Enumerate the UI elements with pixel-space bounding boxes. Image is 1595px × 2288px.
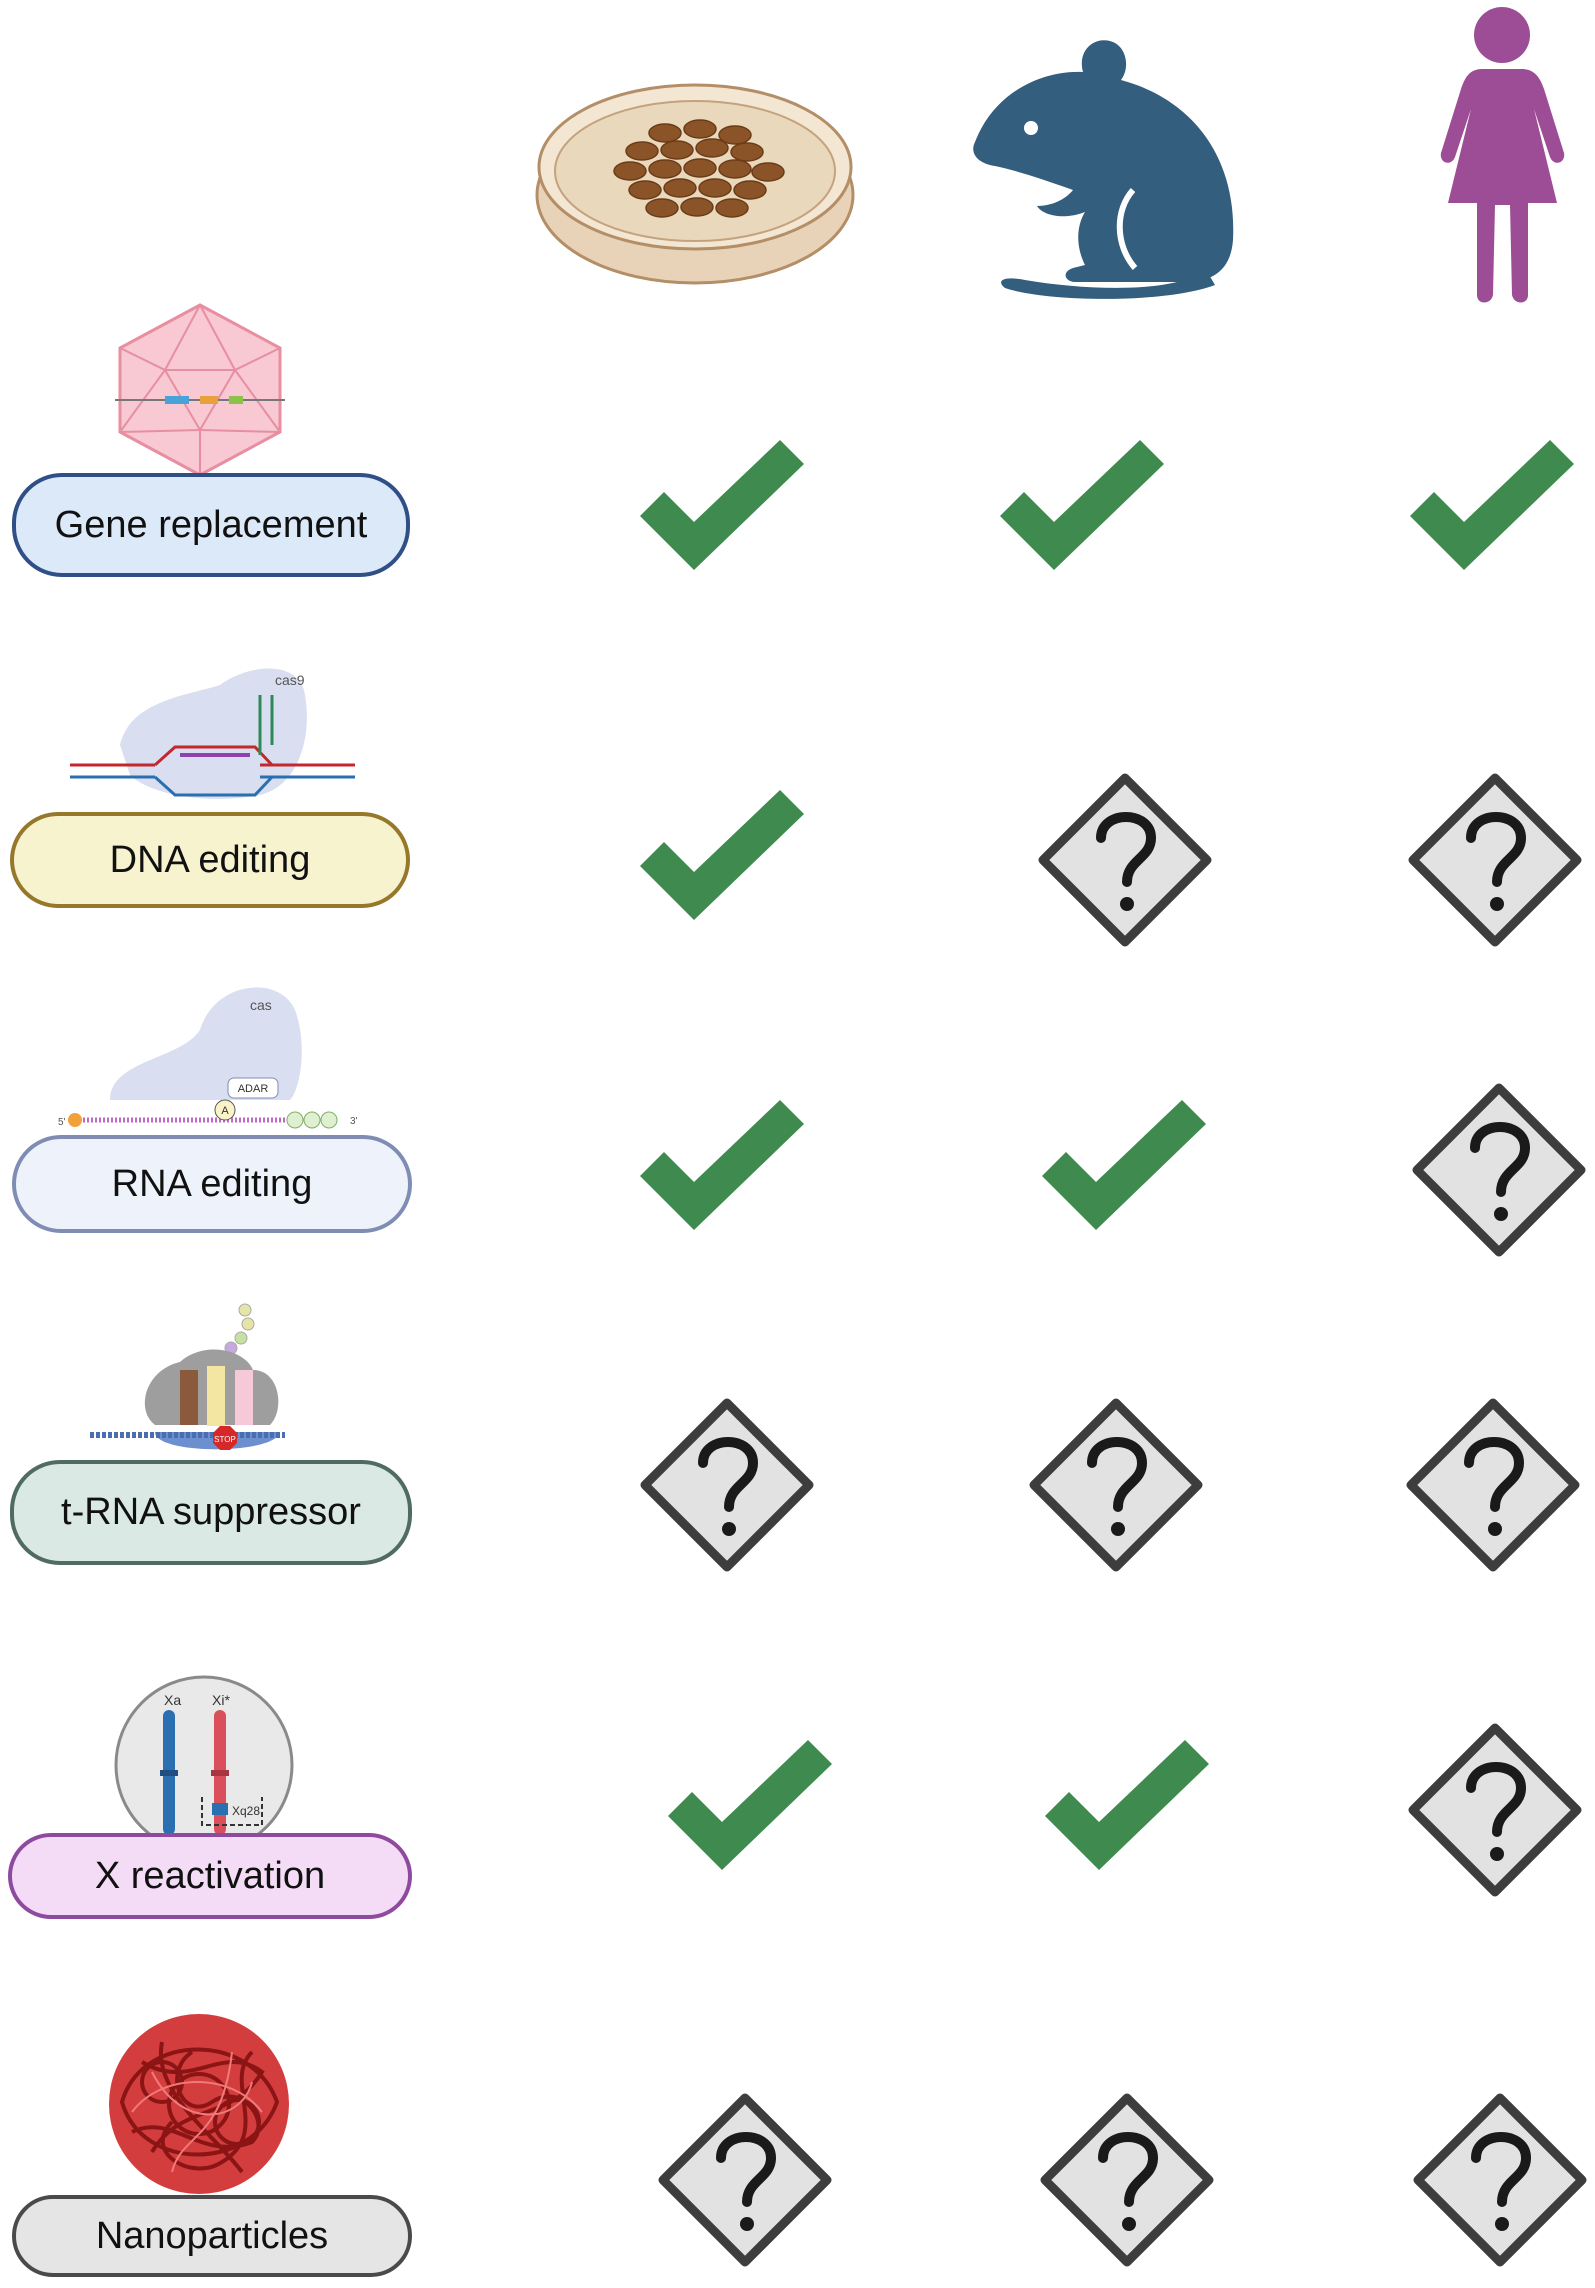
cas9-label: cas9 [275, 672, 305, 688]
check-icon [640, 790, 804, 920]
aav-capsid-icon [115, 303, 285, 477]
five-prime-label: 5' [58, 1117, 66, 1128]
x-chromosome-icon: Xa Xi* Xq28 [114, 1675, 294, 1845]
question-icon [1029, 1398, 1203, 1572]
check-icon [1042, 1100, 1206, 1230]
check-icon [640, 440, 804, 570]
question-icon [658, 2093, 832, 2267]
ribosome-trna-icon: STOP [90, 1303, 285, 1450]
row-label-x-reactivation: X reactivation [8, 1833, 412, 1919]
check-icon [1410, 440, 1574, 570]
mouse-icon [973, 40, 1234, 299]
row-label-trna-suppressor: t-RNA suppressor [10, 1460, 412, 1565]
question-icon [640, 1398, 814, 1572]
cas9-dna-icon: cas9 [70, 668, 355, 799]
adenosine-label: A [221, 1105, 229, 1117]
stop-codon-label: STOP [214, 1435, 236, 1444]
woman-icon [1440, 7, 1565, 303]
check-icon [1045, 1740, 1209, 1870]
xa-label: Xa [164, 1692, 181, 1708]
question-icon [1412, 1083, 1586, 1257]
row-label-gene-replacement: Gene replacement [12, 473, 410, 577]
question-icon [1038, 773, 1212, 947]
question-icon [1413, 2093, 1587, 2267]
cas-adar-rna-icon: 5' ADAR A 3' cas [58, 987, 358, 1129]
xq28-label: Xq28 [232, 1804, 260, 1818]
question-icon [1406, 1398, 1580, 1572]
check-icon [640, 1100, 804, 1230]
question-icon [1040, 2093, 1214, 2267]
question-icon [1408, 773, 1582, 947]
check-icon [668, 1740, 832, 1870]
row-label-dna-editing: DNA editing [10, 812, 410, 908]
question-icon [1408, 1723, 1582, 1897]
three-prime-label: 3' [350, 1116, 358, 1127]
petri-dish-icon [535, 83, 855, 285]
cas-label: cas [250, 997, 272, 1013]
xi-label: Xi* [212, 1692, 230, 1708]
nanoparticle-icon [109, 2014, 289, 2194]
check-icon [1000, 440, 1164, 570]
row-label-rna-editing: RNA editing [12, 1135, 412, 1233]
row-label-nanoparticles: Nanoparticles [12, 2195, 412, 2277]
adar-label: ADAR [238, 1083, 269, 1095]
